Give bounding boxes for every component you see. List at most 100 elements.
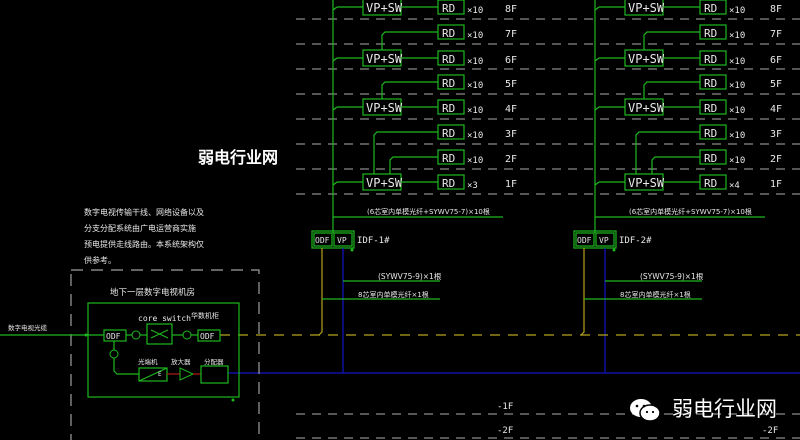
riser-branch [594, 181, 600, 186]
rd-quantity: ×10 [467, 6, 483, 16]
junction-dot [84, 333, 88, 337]
floor-label: 3F [770, 129, 782, 140]
trunk-cable-label: (6芯室内单模光纤+SYWV75-7)×10根 [629, 207, 752, 216]
rd-box [437, 174, 465, 190]
trunk-cable-label: (6芯室内单模光纤+SYWV75-7)×10根 [367, 207, 490, 216]
rd-quantity: ×10 [467, 81, 483, 91]
cabinet-frame [87, 302, 240, 398]
rd-box [699, 0, 727, 15]
floor-label: 6F [505, 55, 517, 66]
idf-box [573, 230, 617, 249]
watermark-text: 弱电行业网 [198, 148, 278, 167]
floor-label: 8F [505, 4, 517, 15]
riser-branch [594, 106, 600, 111]
rd-label: RD [442, 102, 455, 115]
vp-sw-label: VP+SW [366, 176, 403, 190]
floor-label: 7F [505, 29, 517, 40]
rd-label: RD [442, 2, 455, 15]
rd-label: RD [442, 127, 455, 140]
rd-label: RD [704, 77, 717, 90]
floor-label: 1F [505, 179, 517, 190]
distributor-label: 分配器 [204, 357, 224, 366]
amplifier-label: 放大器 [171, 357, 191, 366]
rd-label: RD [442, 53, 455, 66]
floor-label: 2F [505, 154, 517, 165]
rd-box [699, 50, 727, 66]
branch-2f [651, 156, 700, 174]
cabinet-label: 华数机柜 [191, 311, 219, 320]
idf-name: IDF-2# [619, 236, 652, 246]
rd-box [437, 50, 465, 66]
branch-3f [373, 131, 438, 174]
rd-quantity: ×10 [467, 131, 483, 141]
floor-label-b1: -1F [497, 402, 513, 412]
core-switch-icon [146, 323, 173, 345]
vp-sw-label: VP+SW [628, 1, 665, 15]
rd-quantity: ×10 [729, 106, 745, 116]
optical-terminal-mark: E [158, 371, 162, 378]
floor-label: 8F [770, 4, 782, 15]
idf-box [311, 230, 355, 249]
floor-label: 7F [770, 29, 782, 40]
floor-label: 5F [505, 79, 517, 90]
distributor-icon [200, 365, 229, 384]
rd-box [699, 174, 727, 190]
idf-odf-label: ODF [315, 236, 330, 245]
branch-7f [643, 31, 700, 50]
idf-odf-cell [575, 232, 595, 247]
odf-in-label: ODF [106, 332, 121, 341]
connector-icon [131, 330, 141, 340]
rd-label: RD [442, 177, 455, 190]
floor-label: 1F [770, 179, 782, 190]
rd-label: RD [704, 177, 717, 190]
rd-quantity: ×10 [729, 57, 745, 67]
idf-vp-label: VP [599, 236, 609, 245]
input-cable-label: 数字电视光缆 [8, 323, 48, 332]
vp-sw-label: VP+SW [366, 101, 403, 115]
footer-brand-text: 弱电行业网 [672, 397, 777, 421]
rd-quantity: ×10 [729, 81, 745, 91]
fiber-riser [580, 248, 585, 336]
rd-quantity: ×10 [729, 31, 745, 41]
floor-label: 4F [770, 104, 782, 115]
idf-odf-label: ODF [577, 236, 592, 245]
riser-branch [332, 57, 338, 62]
coax-label: (SYWV75-9)×1根 [640, 271, 704, 281]
branch-2f [389, 156, 438, 174]
idf-vp-label: VP [337, 236, 347, 245]
floor-label: 3F [505, 129, 517, 140]
fiber-riser [318, 248, 323, 336]
wechat-icon [630, 399, 661, 422]
fiber-label: 8芯室内单模光纤×1根 [358, 290, 429, 299]
junction-dot [350, 248, 354, 252]
patch [113, 358, 139, 375]
vp-sw-label: VP+SW [366, 52, 403, 66]
floor-label: 2F [770, 154, 782, 165]
rd-quantity: ×10 [467, 156, 483, 166]
branch-7f [381, 31, 438, 50]
branch-5f [643, 81, 700, 99]
note-line: 预电提供走线路由。本系统架构仅 [84, 239, 204, 249]
odf-out-box [197, 329, 221, 342]
floor-label: 4F [505, 104, 517, 115]
riser-branch [332, 181, 338, 186]
riser-branch [332, 106, 338, 111]
vp-sw-label: VP+SW [628, 52, 665, 66]
vp-sw-label: VP+SW [628, 101, 665, 115]
floor-label-b2-right: -2F [762, 426, 778, 436]
idf-vp-cell [333, 232, 353, 247]
core-switch-label: core switch [138, 314, 191, 323]
rd-label: RD [442, 27, 455, 40]
rd-quantity: ×10 [729, 6, 745, 16]
rd-quantity: ×10 [467, 106, 483, 116]
rd-box [437, 0, 465, 15]
floor-label-b2: -2F [497, 426, 513, 436]
rd-box [699, 99, 727, 115]
optical-terminal-label: 光端机 [138, 357, 158, 366]
rd-quantity: ×10 [467, 57, 483, 67]
note-line: 供参考。 [84, 255, 116, 265]
rd-label: RD [704, 2, 717, 15]
amplifier-icon [179, 367, 195, 381]
